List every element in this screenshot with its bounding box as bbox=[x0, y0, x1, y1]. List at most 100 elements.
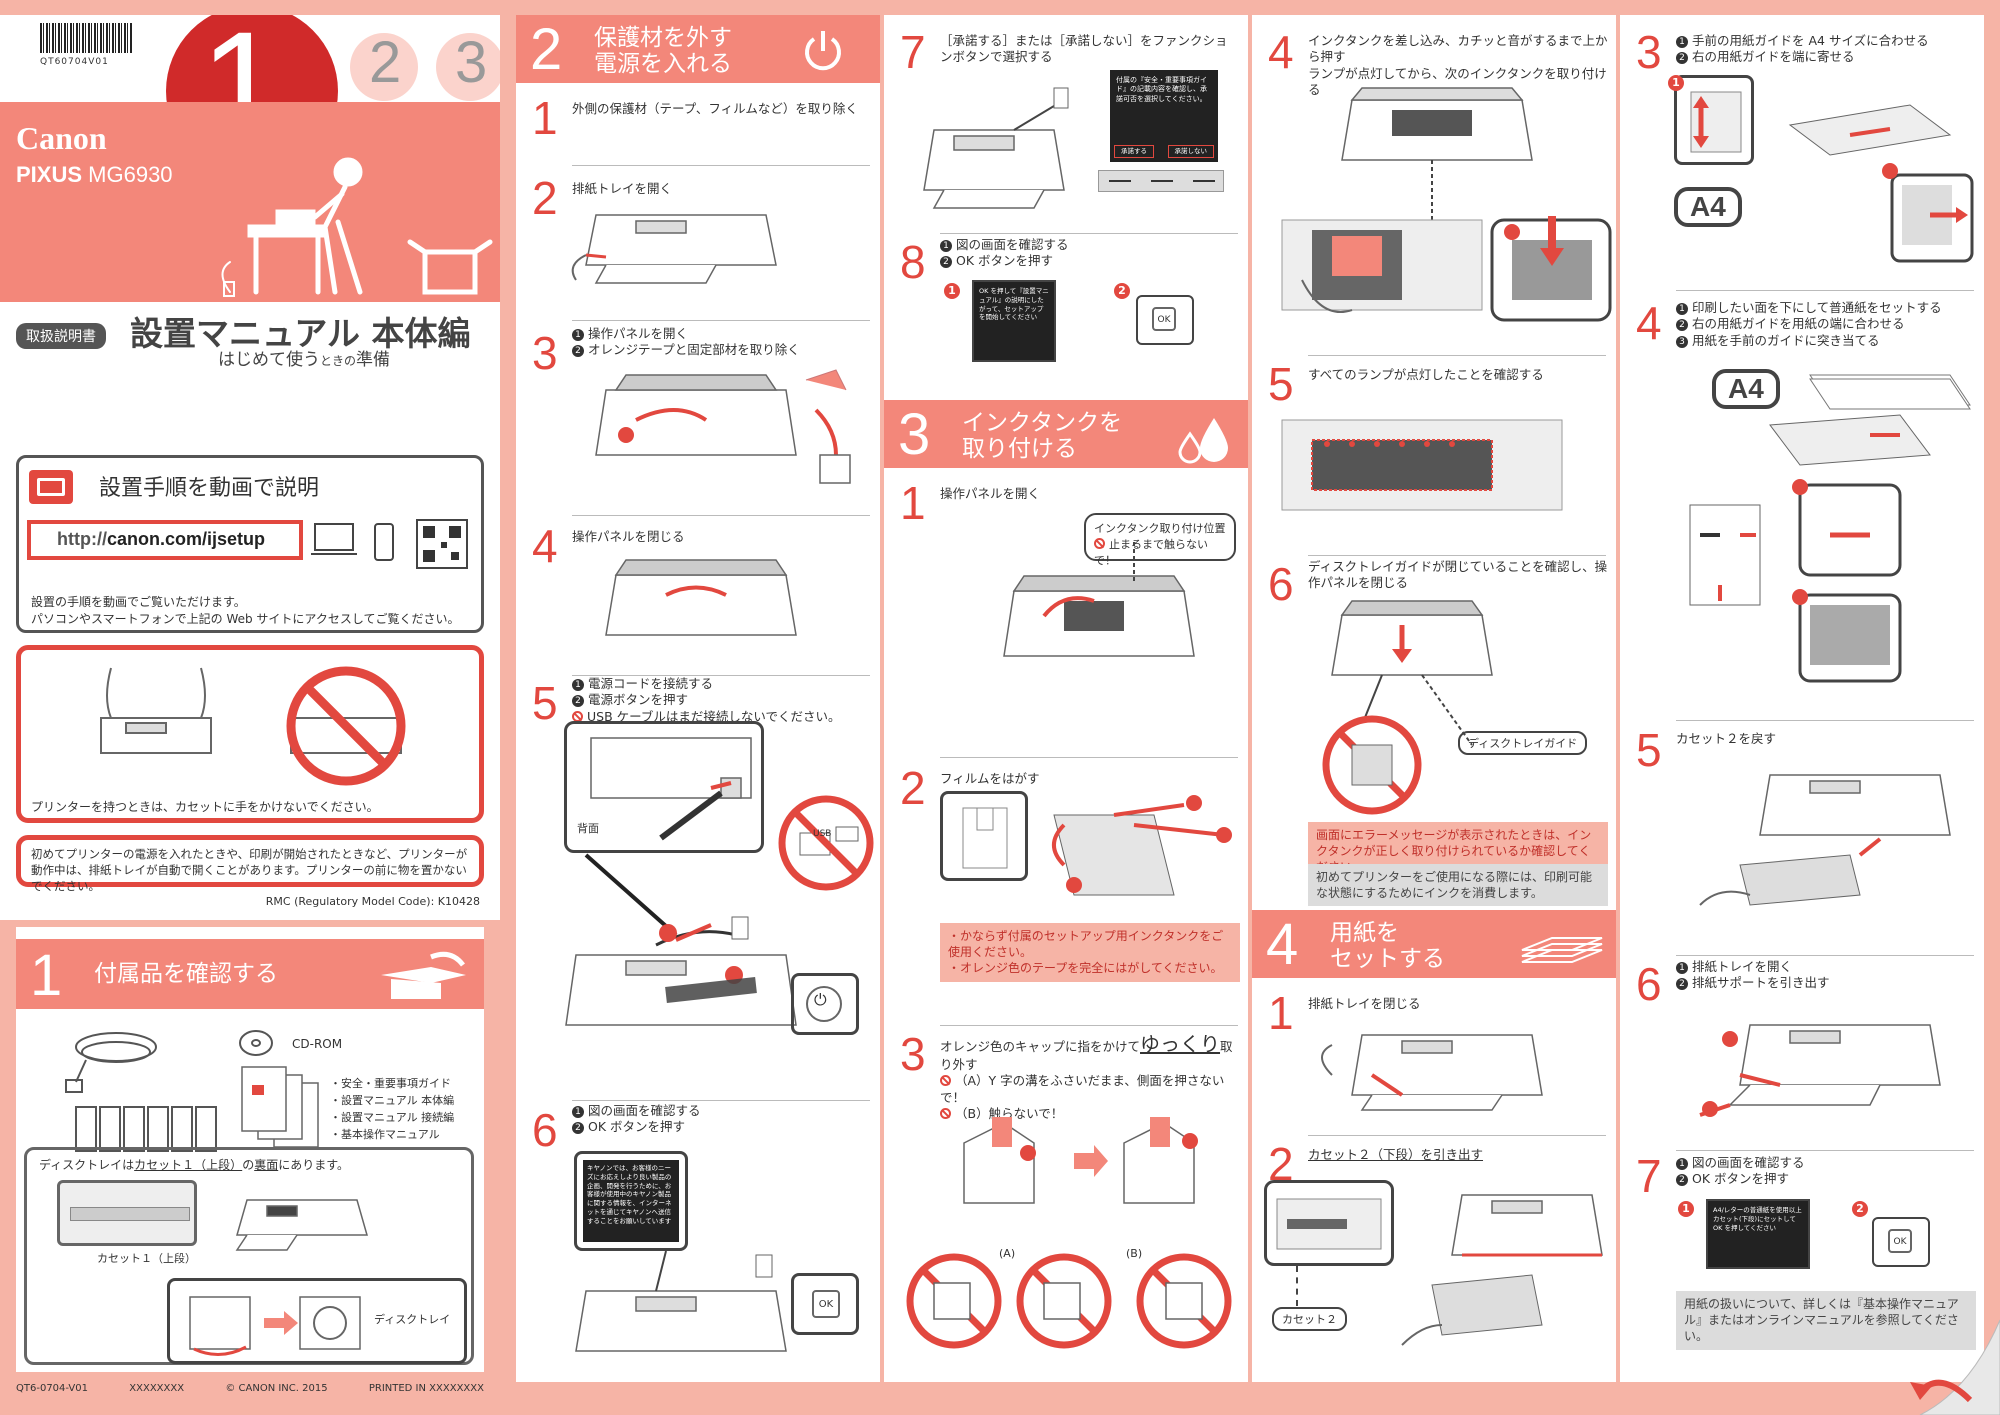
s2-step-6-lcd: キヤノンでは、お客様のニーズにお応えしより良い製品の企画、開発を行うために、お客… bbox=[583, 1160, 679, 1242]
s2-step-1-number: 1 bbox=[532, 92, 558, 144]
section-2-column: 2 保護材を外す電源を入れる 1 外側の保護材（テープ、フィルムなど）を取り除く… bbox=[516, 15, 880, 1382]
connect-power-illustration bbox=[565, 853, 797, 1026]
open-tray-extender-illustration bbox=[1699, 1024, 1941, 1117]
s3-step-1-number: 1 bbox=[900, 477, 926, 529]
open-panel-ink-illustration bbox=[1003, 541, 1195, 657]
section-1-title: 付属品を確認する bbox=[94, 961, 278, 987]
ink-position-callout: インクタンク取り付け位置止まるまで触らないで！ bbox=[1084, 513, 1236, 567]
s2-step-7-text: ［承諾する］または［承諾しない］をファンクションボタンで選択する bbox=[940, 33, 1228, 65]
printer-pull-cassette-illustration bbox=[235, 1199, 368, 1251]
section-2-header: 2 保護材を外す電源を入れる bbox=[516, 15, 880, 83]
a4-label-2: A4 bbox=[1712, 369, 1780, 409]
a4-label-1: A4 bbox=[1674, 187, 1742, 227]
disc-tray-label: ディスクトレイ bbox=[374, 1313, 451, 1326]
canon-logo: Canon bbox=[16, 120, 107, 156]
section-3-number: 3 bbox=[898, 402, 931, 467]
s2-step-6-number: 6 bbox=[532, 1104, 558, 1156]
cassette2-label: カセット２ bbox=[1272, 1307, 1347, 1331]
power-warning-box: 初めてプリンターの電源を入れたときや、印刷が開始されたときなど、プリンターが動作… bbox=[16, 835, 484, 893]
s2-step-8-number: 8 bbox=[900, 236, 926, 288]
s2-step-2-number: 2 bbox=[532, 172, 558, 224]
video-desc-1: 設置の手順を動画でご覧いただけます。 bbox=[31, 595, 246, 609]
included-docs-list: ・安全・重要事項ガイド・設置マニュアル 本体編・設置マニュアル 接続編・基本操作… bbox=[330, 1077, 455, 1142]
video-desc-2: パソコンやスマートフォンで上記の Web サイトにアクセスしてご覧ください。 bbox=[31, 612, 460, 626]
section-3-header: 3 インクタンクを取り付ける bbox=[884, 400, 1248, 468]
footer-code: QT6-0704-V01 bbox=[16, 1383, 88, 1394]
s2-step-8-lcd: OK を押して『設置マニュアル』の説明にしたがって、セットアップを開始してくださ… bbox=[972, 280, 1056, 362]
section-2-title: 保護材を外す電源を入れる bbox=[594, 25, 732, 78]
section-2-number: 2 bbox=[530, 17, 563, 82]
s2-step-4-number: 4 bbox=[532, 520, 558, 572]
disagree-option[interactable]: 承諾しない bbox=[1167, 145, 1214, 158]
ok-button-closeup: OK bbox=[791, 1273, 859, 1335]
s4-step-7-lcd: A4/レターの普通紙を使用以上カセット(下段)にセットしてOK を押してください bbox=[1706, 1199, 1810, 1269]
s4-step-2-number: 2 bbox=[1268, 1138, 1294, 1190]
usb-label: USB bbox=[813, 829, 832, 839]
step-circle-2 bbox=[350, 33, 418, 101]
paper-handling-note: 用紙の扱いについて、詳しくは『基本操作マニュアル』またはオンラインマニュアルを参… bbox=[1676, 1291, 1976, 1350]
function-button-printer-illustration bbox=[923, 87, 1069, 209]
s3-step-5-text: すべてのランプが点灯したことを確認する bbox=[1308, 367, 1544, 382]
printer-ok-illustration bbox=[575, 1250, 787, 1352]
ink-tank-closeup bbox=[940, 791, 1028, 881]
s4-step-7-badge-1: 1 bbox=[1678, 1197, 1694, 1217]
function-buttons-row bbox=[1098, 170, 1224, 192]
carry-warning-text: プリンターを持つときは、カセットに手をかけないでください。 bbox=[31, 800, 379, 814]
s4-step-7-badge-2: 2 bbox=[1852, 1197, 1868, 1217]
s4-step-4-number: 4 bbox=[1636, 297, 1662, 349]
setup-url-link[interactable]: http://canon.com/ijsetup bbox=[27, 520, 303, 560]
agree-option[interactable]: 承諾する bbox=[1114, 145, 1154, 158]
cap-prohibitions-illustration bbox=[906, 1253, 1232, 1349]
insert-ink-illustration bbox=[1281, 87, 1612, 322]
back-label: 背面 bbox=[577, 822, 599, 835]
load-paper-illustration bbox=[1769, 374, 1971, 466]
s2-step-5-number: 5 bbox=[532, 677, 558, 729]
left-column: QT60704V01 1 2 3 Canon PIXUS MG6930 bbox=[0, 15, 500, 1400]
close-output-tray-illustration bbox=[1321, 1034, 1543, 1111]
s3-step-6-text: ディスクトレイガイドが閉じていることを確認し、操作パネルを閉じる bbox=[1308, 559, 1608, 591]
footer-copyright: © CANON INC. 2015 bbox=[225, 1383, 328, 1394]
return-cassette-illustration bbox=[1699, 774, 1951, 906]
disc-tray-closeup: ディスクトレイ bbox=[167, 1278, 467, 1364]
s4-step-1-text: 排紙トレイを閉じる bbox=[1308, 996, 1421, 1011]
s4-step-1-number: 1 bbox=[1268, 987, 1294, 1039]
s2-step-7-number: 7 bbox=[900, 26, 926, 78]
power-button-icon: ⏻ bbox=[814, 990, 827, 1009]
pull-cassette2-illustration bbox=[1401, 1194, 1603, 1346]
s2-step-1-text: 外側の保護材（テープ、フィルムなど）を取り除く bbox=[572, 101, 858, 116]
cassette1-label: カセット１（上段） bbox=[97, 1252, 196, 1265]
s3-step-4-text: インクタンクを差し込み、カチッと音がするまで上から押すランプが点灯してから、次の… bbox=[1308, 33, 1608, 97]
carry-printer-illustration bbox=[100, 666, 406, 786]
s2-step-7-lcd: 付属の『安全・重要事項ガイド』の記載内容を確認し、承諾可否を選択してください。 … bbox=[1110, 70, 1218, 162]
brand-band: Canon PIXUS MG6930 bbox=[0, 102, 500, 302]
ink-setup-note: ・かならず付属のセットアップ用インクタンクをご使用ください。・オレンジ色のテープ… bbox=[940, 923, 1240, 982]
section-1: 1 付属品を確認する CD-ROM ・安全・重要事項ガイド・設置マニュアル 本体… bbox=[16, 927, 484, 1372]
close-panel-disc-guide-illustration bbox=[1322, 600, 1493, 815]
s4-step-7-number: 7 bbox=[1636, 1150, 1662, 1202]
s4-step-7-ok-closeup: OK bbox=[1872, 1217, 1930, 1267]
cd-rom-label: CD-ROM bbox=[292, 1037, 343, 1051]
s2-step-2-text: 排紙トレイを開く bbox=[572, 181, 673, 196]
video-box: 設置手順を動画で説明 http://canon.com/ijsetup 設置の手… bbox=[16, 455, 484, 633]
open-output-tray-illustration bbox=[571, 214, 777, 284]
model-prefix: PIXUS bbox=[16, 162, 83, 187]
s3-step-2-text: フィルムをはがす bbox=[940, 771, 1040, 786]
section-4-header: 4 用紙をセットする bbox=[1252, 910, 1616, 978]
peel-film-illustration bbox=[1052, 795, 1232, 896]
cassette-guides-illustration bbox=[1788, 104, 1974, 263]
footer: QT6-0704-V01 XXXXXXXX © CANON INC. 2015 … bbox=[16, 1383, 484, 1394]
manual-badge: 取扱説明書 bbox=[16, 323, 106, 349]
front-guide-closeup bbox=[1674, 75, 1754, 165]
carry-warning-box: プリンターを持つときは、カセットに手をかけないでください。 bbox=[16, 645, 484, 823]
section-3-column: 7 ［承諾する］または［承諾しない］をファンクションボタンで選択する 付属の『安… bbox=[884, 15, 1248, 1382]
section-1-number: 1 bbox=[30, 943, 63, 1008]
s2-step-4-text: 操作パネルを閉じる bbox=[572, 529, 685, 544]
